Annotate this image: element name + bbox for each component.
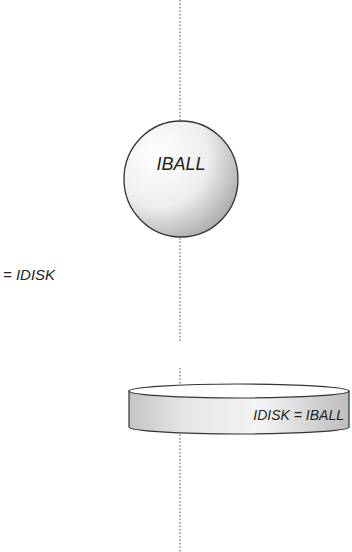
moment-label: IDISK = IBALL [253, 407, 344, 423]
ball-shape: IBALL [123, 120, 239, 238]
moment-label: IBALL [156, 154, 205, 175]
note-label: = IDISK [3, 266, 55, 283]
disk-top [129, 384, 349, 398]
ball-shape-outline [123, 120, 239, 238]
ball-outline [124, 121, 238, 237]
disk-shape: IDISK = IBALL [128, 383, 350, 435]
